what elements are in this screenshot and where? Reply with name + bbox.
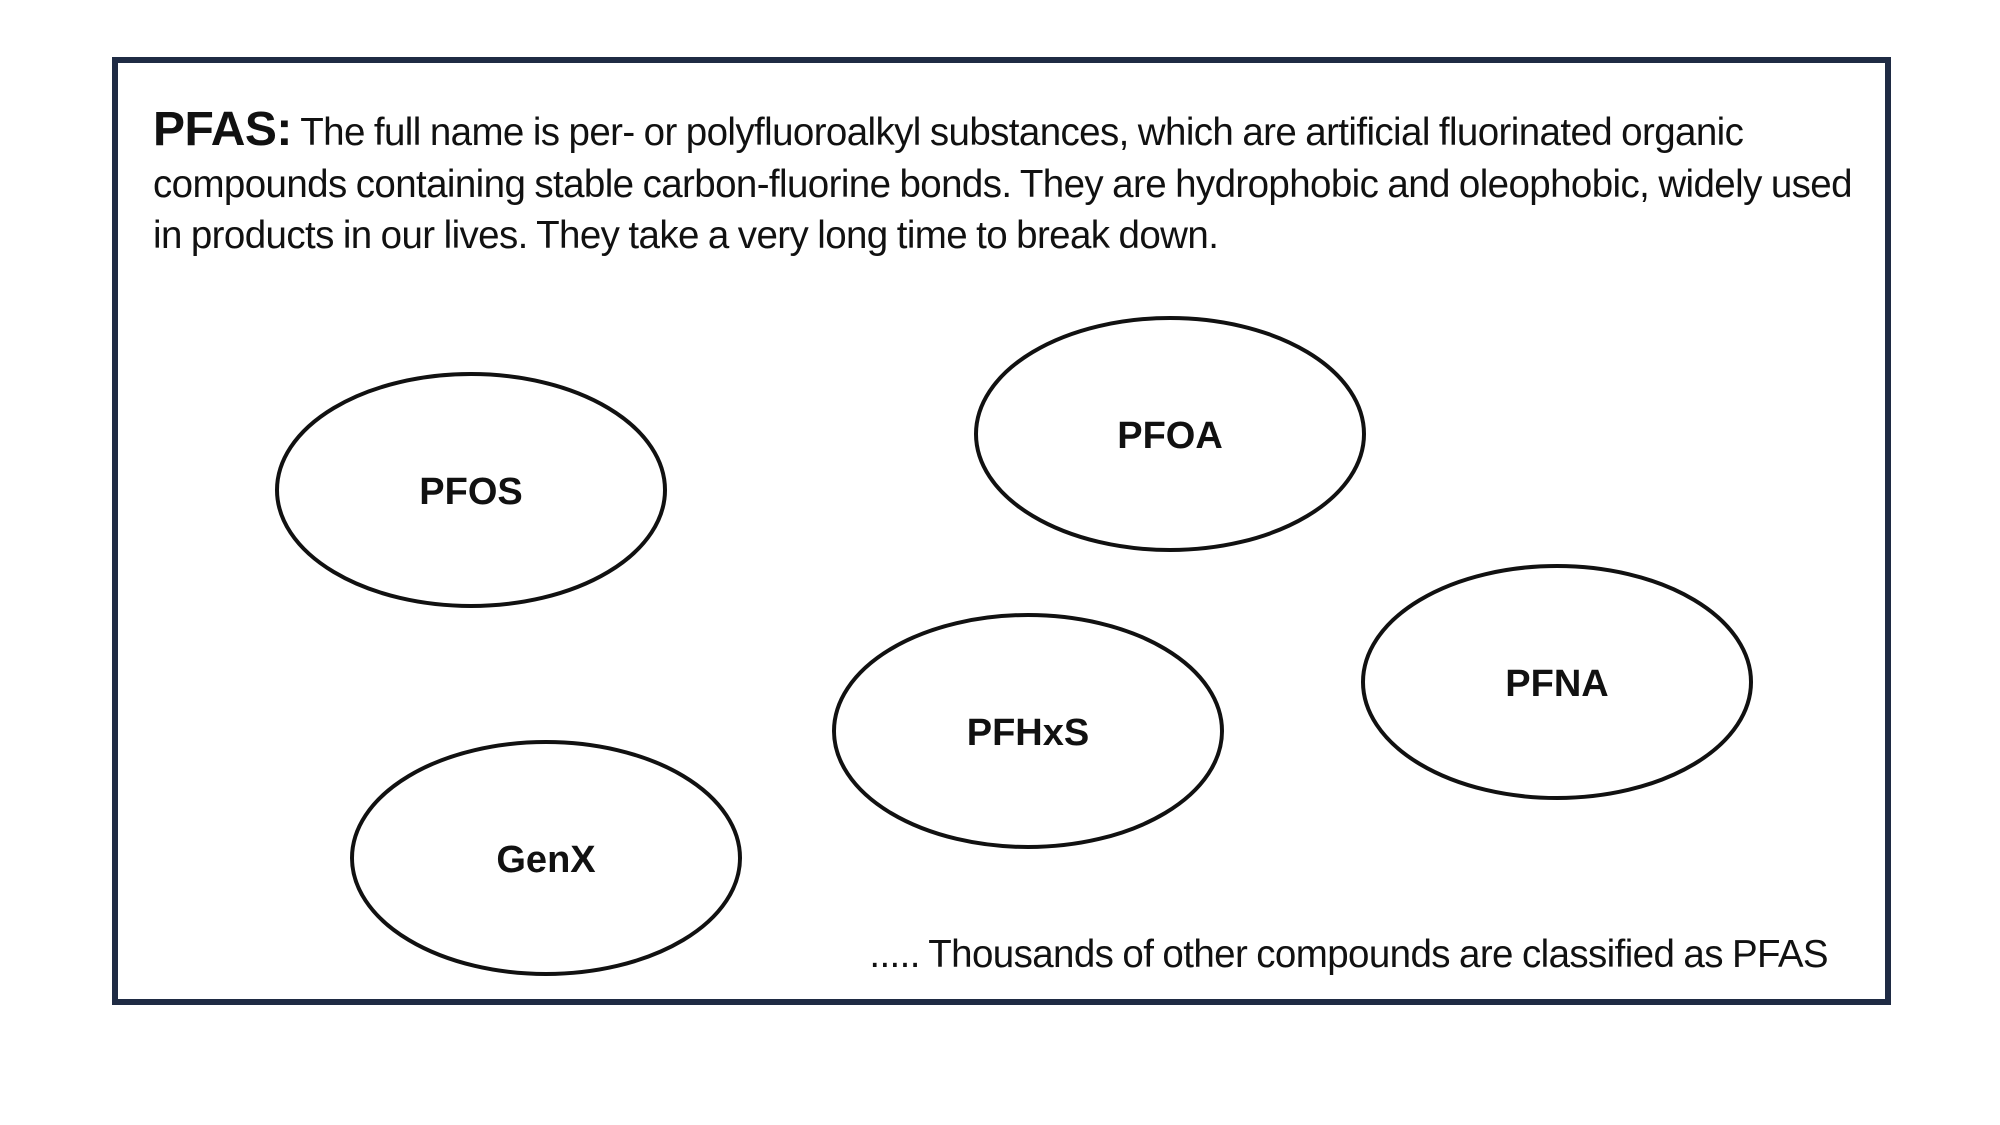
compound-label: PFHxS [967, 712, 1089, 754]
compound-genx: GenX [350, 740, 742, 976]
compound-label: PFOS [419, 471, 522, 513]
compound-label: GenX [496, 839, 596, 881]
definition-term: PFAS: [153, 103, 292, 156]
compound-pfhxs: PFHxS [832, 613, 1224, 849]
compound-pfna: PFNA [1361, 564, 1753, 800]
compound-ellipse [1361, 564, 1753, 800]
compound-ellipse [832, 613, 1224, 849]
definition-text: The full name is per- or polyfluoroalkyl… [153, 111, 1853, 257]
compound-ellipse [974, 316, 1366, 552]
compound-pfoa: PFOA [974, 316, 1366, 552]
compound-label: PFOA [1117, 415, 1223, 457]
compound-ellipse [275, 372, 667, 608]
footnote: ..... Thousands of other compounds are c… [869, 933, 1828, 976]
compound-ellipse [350, 740, 742, 976]
compound-label: PFNA [1505, 663, 1608, 705]
pfas-definition: PFAS: The full name is per- or polyfluor… [153, 104, 1853, 262]
compound-pfos: PFOS [275, 372, 667, 608]
